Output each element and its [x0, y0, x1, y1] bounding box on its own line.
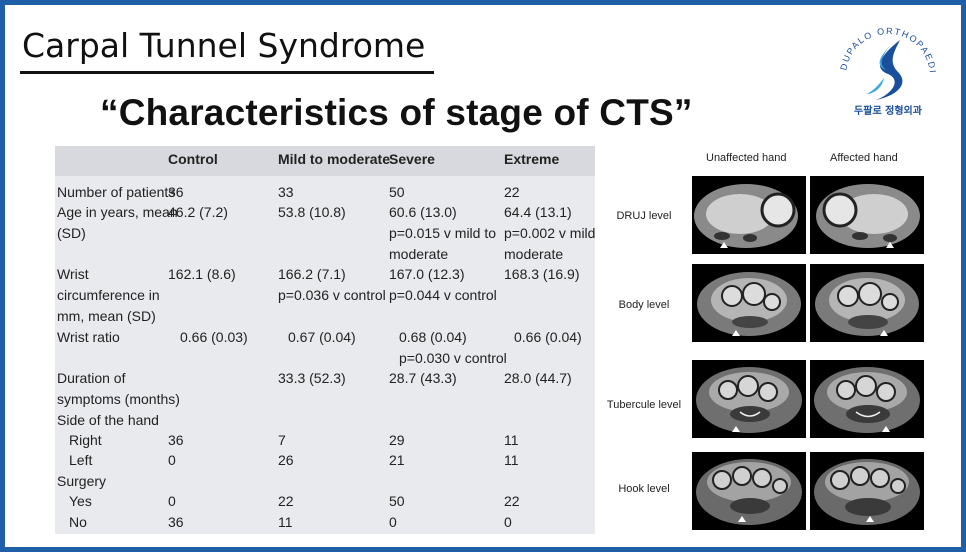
table-header-cell: Control	[168, 151, 218, 167]
table-cell: p=0.002 v mild to	[504, 225, 595, 241]
table-row-label: circumference in	[57, 287, 160, 303]
table-row-label: Wrist	[57, 266, 89, 282]
mri-level-tubercule: Tubercule level	[606, 399, 682, 411]
table-cell: moderate	[504, 246, 564, 262]
table-cell: 0.68 (0.04)	[399, 329, 467, 345]
table-cell: 167.0 (12.3)	[389, 266, 465, 282]
table-cell: 7	[278, 432, 286, 448]
table-header-cell: Mild to moderate	[278, 151, 391, 167]
table-cell: 168.3 (16.9)	[504, 266, 580, 282]
slide-title: Carpal Tunnel Syndrome	[22, 26, 426, 65]
table-cell: 11	[278, 514, 293, 530]
mri-scan-tubercule-affected	[810, 360, 924, 438]
table-cell: p=0.036 v control	[278, 287, 386, 303]
table-cell: 11	[504, 452, 519, 468]
mri-scan-druj-unaffected	[692, 176, 806, 254]
table-cell: 0.66 (0.04)	[514, 329, 582, 345]
table-cell: 0.67 (0.04)	[288, 329, 356, 345]
table-row-label: Right	[69, 432, 102, 448]
table-row-label: (SD)	[57, 225, 86, 241]
table-cell: moderate	[389, 246, 449, 262]
table-row-label: Surgery	[57, 473, 107, 489]
mri-comparison-panel: Unaffected hand Affected hand DRUJ level…	[598, 146, 924, 532]
table-row-label: Age in years, mean	[57, 204, 178, 220]
mri-scan-hook-affected	[810, 452, 924, 530]
table-cell: 0	[168, 493, 176, 509]
table-cell: p=0.030 v control	[399, 350, 507, 366]
table-row-label: No	[69, 514, 87, 530]
mri-scan-druj-affected	[810, 176, 924, 254]
dupalo-logo-icon: DUPALO ORTHOPAEDICS 두팔로 정형외과	[832, 14, 936, 117]
table-row-label: Wrist ratio	[57, 329, 120, 345]
table-cell: 0	[168, 452, 176, 468]
table-cell: 11	[504, 432, 519, 448]
mri-column-unaffected: Unaffected hand	[706, 152, 787, 164]
table-cell: 36	[168, 432, 184, 448]
table-row-label: Yes	[69, 493, 92, 509]
mri-level-body: Body level	[618, 299, 670, 311]
table-cell: 0.66 (0.03)	[180, 329, 248, 345]
table-cell: 22	[504, 184, 520, 200]
logo-text-kr: 두팔로 정형외과	[854, 104, 923, 117]
table-cell: p=0.015 v mild to	[389, 225, 497, 241]
table-cell: 36	[168, 184, 184, 200]
table-cell: 28.7 (43.3)	[389, 370, 457, 386]
table-cell: 21	[389, 452, 405, 468]
table-cell: 166.2 (7.1)	[278, 266, 346, 282]
mri-scan-body-affected	[810, 264, 924, 342]
table-cell: 22	[278, 493, 294, 509]
table-cell: 64.4 (13.1)	[504, 204, 572, 220]
table-row-label: Side of the hand	[57, 412, 159, 428]
table-cell: p=0.044 v control	[389, 287, 497, 303]
table-cell: 22	[504, 493, 520, 509]
table-cell: 0	[389, 514, 397, 530]
table-header-row	[55, 146, 595, 176]
table-cell: 26	[278, 452, 294, 468]
mri-column-affected: Affected hand	[830, 152, 898, 164]
slide-subtitle: “Characteristics of stage of CTS”	[100, 92, 693, 133]
table-cell: 46.2 (7.2)	[168, 204, 228, 220]
mri-level-druj: DRUJ level	[616, 210, 672, 222]
table-cell: 50	[389, 184, 405, 200]
table-cell: 162.1 (8.6)	[168, 266, 236, 282]
table-cell: 28.0 (44.7)	[504, 370, 572, 386]
mri-level-hook: Hook level	[618, 483, 670, 495]
table-row-label: Duration of	[57, 370, 126, 386]
table-cell: 36	[168, 514, 184, 530]
table-header-cell: Extreme	[504, 151, 560, 167]
table-header-cell: Severe	[389, 151, 435, 167]
table-cell: 29	[389, 432, 405, 448]
title-underline	[20, 71, 434, 74]
table-cell: 33.3 (52.3)	[278, 370, 346, 386]
table-row-label: symptoms (months)	[57, 391, 180, 407]
table-row-label: mm, mean (SD)	[57, 308, 156, 324]
table-row-label: Left	[69, 452, 93, 468]
table-cell: 0	[504, 514, 512, 530]
table-cell: 50	[389, 493, 405, 509]
table-cell: 60.6 (13.0)	[389, 204, 457, 220]
table-cell: 33	[278, 184, 294, 200]
table-cell: 53.8 (10.8)	[278, 204, 346, 220]
table-row-label: Number of patients	[57, 184, 176, 200]
mri-scan-tubercule-unaffected	[692, 360, 806, 438]
mri-scan-hook-unaffected	[692, 452, 806, 530]
mri-scan-body-unaffected	[692, 264, 806, 342]
